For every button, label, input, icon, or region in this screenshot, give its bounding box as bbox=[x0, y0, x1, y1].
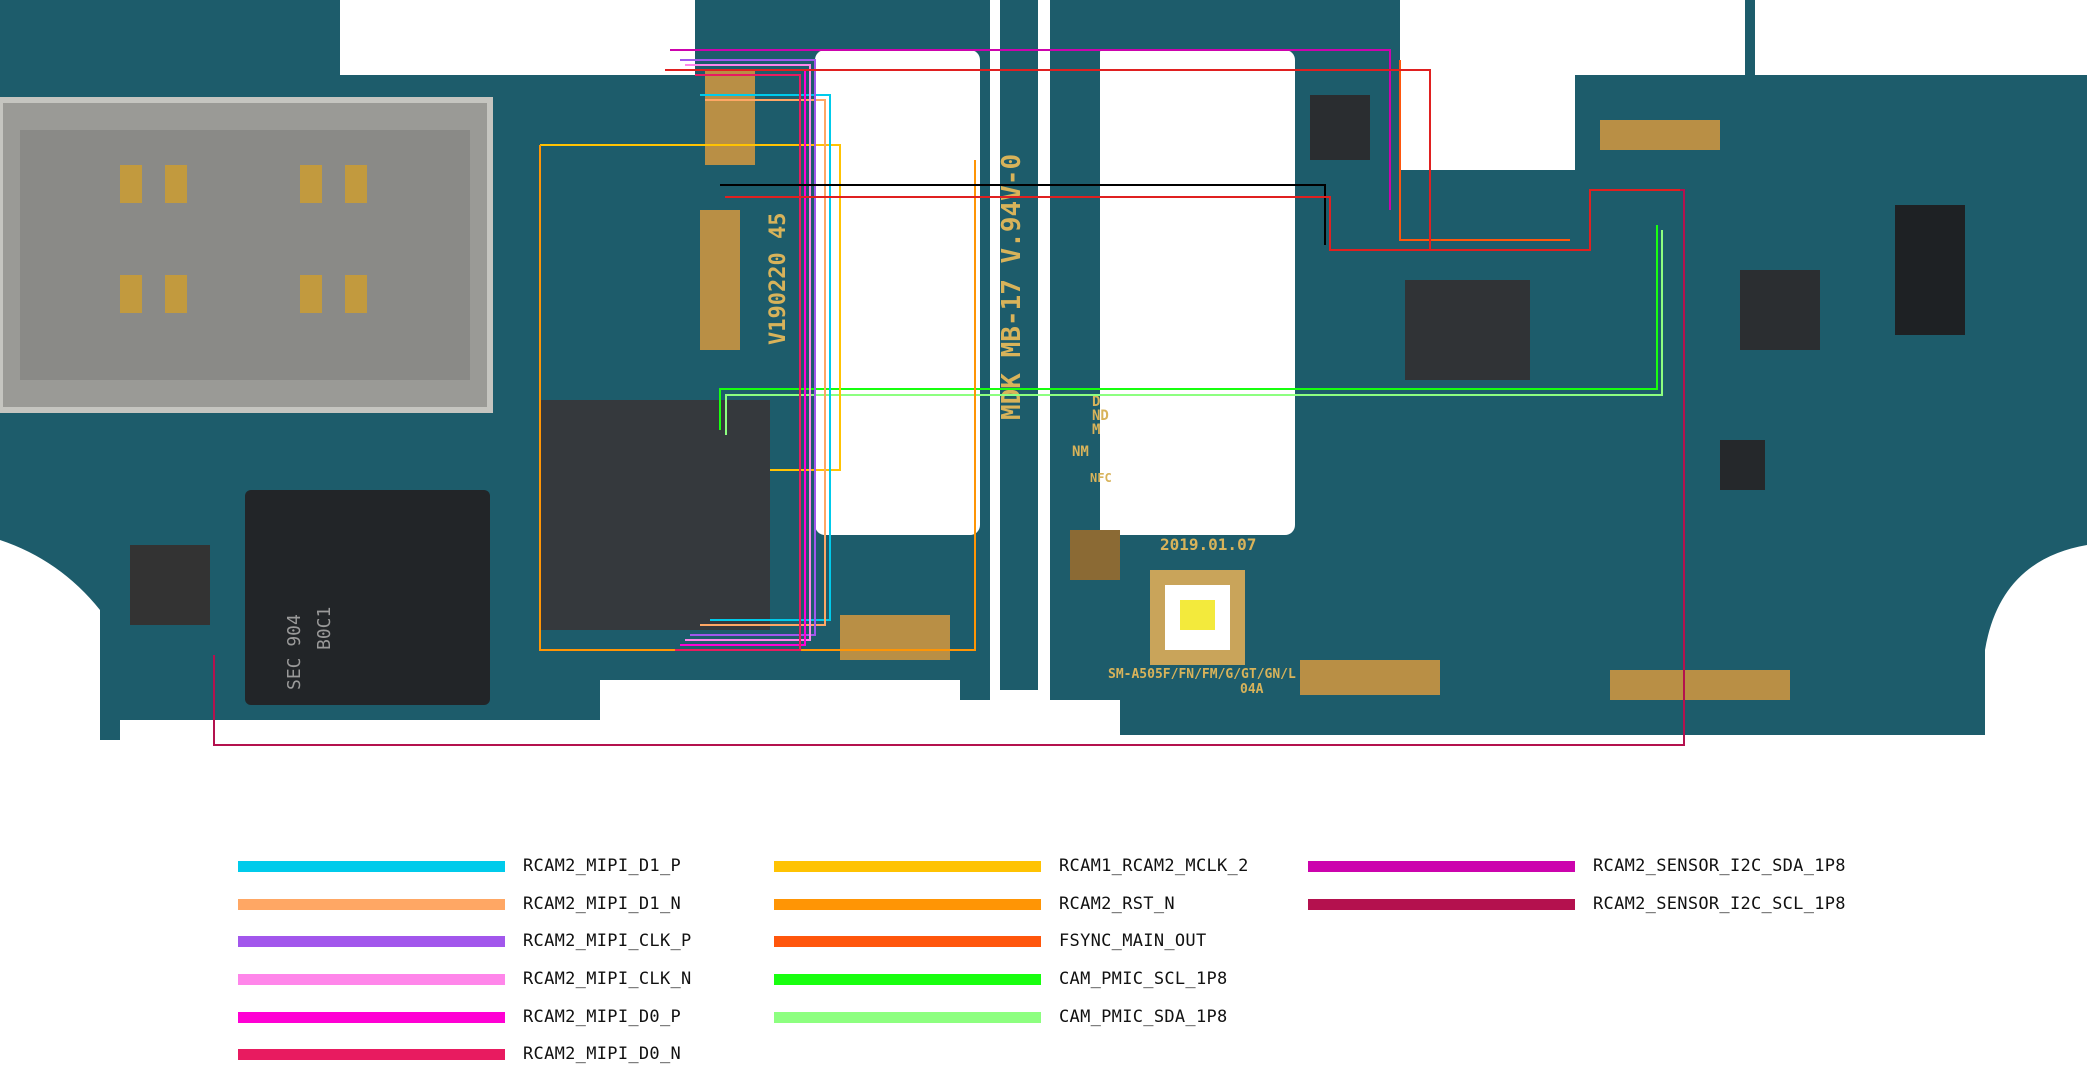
legend-label: CAM_PMIC_SCL_1P8 bbox=[1059, 969, 1228, 989]
legend-item: RCAM2_MIPI_D1_P bbox=[238, 856, 682, 876]
legend-label: RCAM2_MIPI_D1_P bbox=[523, 856, 682, 876]
legend-label: CAM_PMIC_SDA_1P8 bbox=[1059, 1007, 1228, 1027]
pcb-board-image: MDK MB-17 V.94V-0 V190220 45 2019.01.07 … bbox=[0, 0, 2087, 746]
legend-label: RCAM2_MIPI_D0_N bbox=[523, 1044, 682, 1064]
legend-swatch bbox=[238, 860, 505, 872]
legend-swatch bbox=[1308, 860, 1575, 872]
memory-chip bbox=[245, 490, 490, 705]
legend-item: RCAM1_RCAM2_MCLK_2 bbox=[774, 856, 1249, 876]
silk-rev-code: 04A bbox=[1240, 682, 1264, 697]
legend-label: RCAM2_SENSOR_I2C_SCL_1P8 bbox=[1593, 894, 1846, 914]
trace-fsync bbox=[1399, 60, 1570, 241]
legend-item: RCAM2_MIPI_CLK_P bbox=[238, 931, 692, 951]
trace-i2c-sda bbox=[670, 49, 1391, 210]
silk-nfc-nd: ND bbox=[1092, 408, 1109, 424]
ic-chip bbox=[1895, 205, 1965, 335]
legend-swatch bbox=[1308, 898, 1575, 910]
silk-fpc-code: V190220 45 bbox=[766, 213, 791, 345]
legend-label: FSYNC_MAIN_OUT bbox=[1059, 931, 1207, 951]
connector bbox=[1300, 660, 1440, 695]
silk-board-rev: MDK MB-17 V.94V-0 bbox=[997, 154, 1027, 420]
legend-label: RCAM2_MIPI_D1_N bbox=[523, 894, 682, 914]
legend-swatch bbox=[774, 1011, 1041, 1023]
silk-nfc-m: M bbox=[1092, 422, 1100, 438]
trace-d0n bbox=[675, 74, 801, 651]
legend-swatch bbox=[774, 973, 1041, 985]
legend-swatch bbox=[238, 1048, 505, 1060]
trace-ref bbox=[720, 184, 1326, 245]
connector bbox=[840, 615, 950, 660]
silk-memory-chip-2: B0C1 bbox=[314, 607, 335, 650]
legend-label: RCAM2_MIPI_CLK_P bbox=[523, 931, 692, 951]
legend-item: RCAM2_MIPI_D0_P bbox=[238, 1007, 682, 1027]
legend-item: RCAM2_MIPI_CLK_N bbox=[238, 969, 692, 989]
connector bbox=[1600, 120, 1720, 150]
silk-nfc-d: D bbox=[1092, 394, 1100, 410]
trace-clkp bbox=[680, 59, 816, 636]
silk-model: SM-A505F/FN/FM/G/GT/GN/L bbox=[1108, 667, 1296, 682]
connector bbox=[1610, 670, 1790, 700]
ic-chip bbox=[1720, 440, 1765, 490]
legend-label: RCAM2_SENSOR_I2C_SDA_1P8 bbox=[1593, 856, 1846, 876]
legend-swatch bbox=[774, 935, 1041, 947]
silk-nfc-nm: NM bbox=[1072, 444, 1089, 460]
connector bbox=[700, 210, 740, 350]
legend-item: RCAM2_MIPI_D1_N bbox=[238, 894, 682, 914]
ic-chip bbox=[1740, 270, 1820, 350]
legend-swatch bbox=[238, 898, 505, 910]
trace-clkn bbox=[685, 64, 811, 641]
soc-chip bbox=[540, 400, 770, 630]
legend-item: FSYNC_MAIN_OUT bbox=[774, 931, 1207, 951]
qr-code bbox=[1070, 530, 1120, 580]
board-cutout bbox=[815, 50, 980, 535]
legend-swatch bbox=[774, 860, 1041, 872]
legend-label: RCAM2_RST_N bbox=[1059, 894, 1175, 914]
trace-cam-pmic-scl bbox=[719, 225, 1658, 430]
silk-memory-chip: SEC 904 bbox=[284, 614, 305, 690]
legend-item: CAM_PMIC_SDA_1P8 bbox=[774, 1007, 1228, 1027]
pmic-chip bbox=[1405, 280, 1530, 380]
legend-item: CAM_PMIC_SCL_1P8 bbox=[774, 969, 1228, 989]
legend-label: RCAM1_RCAM2_MCLK_2 bbox=[1059, 856, 1249, 876]
connector bbox=[705, 70, 755, 165]
legend-item: RCAM2_RST_N bbox=[774, 894, 1175, 914]
legend-swatch bbox=[238, 973, 505, 985]
silk-nfc: NFC bbox=[1090, 471, 1112, 485]
legend-item: RCAM2_SENSOR_I2C_SDA_1P8 bbox=[1308, 856, 1846, 876]
silk-date: 2019.01.07 bbox=[1160, 535, 1256, 554]
trace-d1p bbox=[700, 94, 831, 621]
board-cutout bbox=[1095, 50, 1295, 535]
trace-red-top bbox=[665, 69, 1431, 250]
ic-chip bbox=[1310, 95, 1370, 160]
legend-swatch bbox=[774, 898, 1041, 910]
legend-label: RCAM2_MIPI_CLK_N bbox=[523, 969, 692, 989]
legend-item: RCAM2_MIPI_D0_N bbox=[238, 1044, 682, 1064]
legend-swatch bbox=[238, 1011, 505, 1023]
legend-item: RCAM2_SENSOR_I2C_SCL_1P8 bbox=[1308, 894, 1846, 914]
trace-ref-red bbox=[725, 189, 1680, 251]
right-board bbox=[1050, 0, 2087, 735]
legend-label: RCAM2_MIPI_D0_P bbox=[523, 1007, 682, 1027]
trace-d1n bbox=[700, 99, 826, 626]
bga-chip bbox=[130, 545, 210, 625]
legend-swatch bbox=[238, 935, 505, 947]
trace-cam-pmic-sda bbox=[725, 230, 1663, 435]
